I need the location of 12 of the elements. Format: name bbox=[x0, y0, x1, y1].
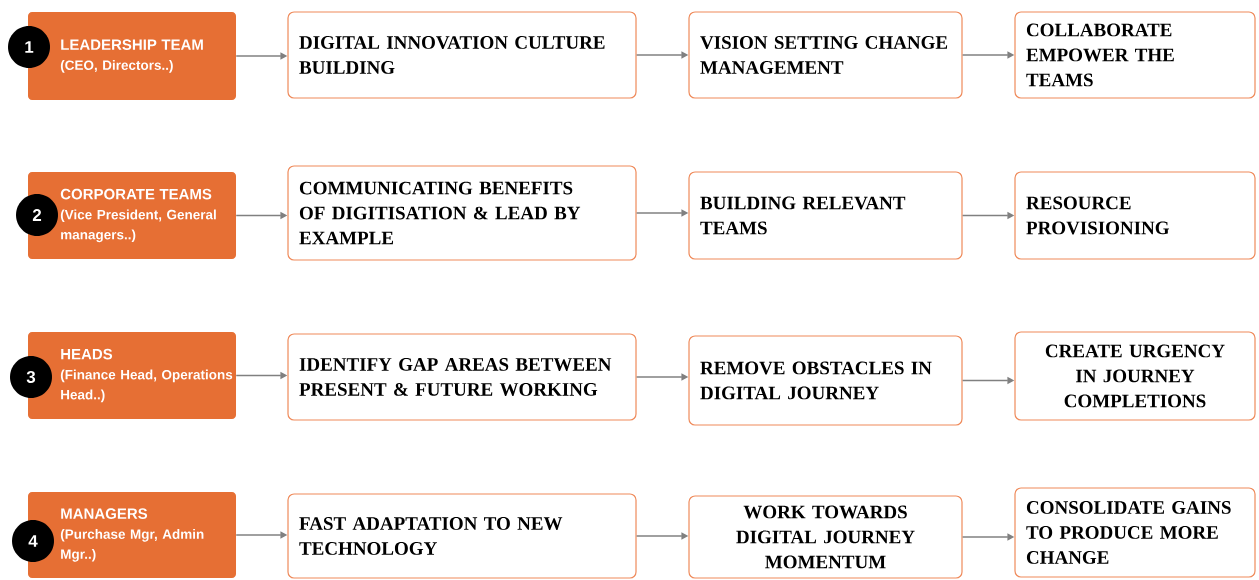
step-box: IDENTIFY GAP AREAS BETWEEN PRESENT & FUTURE WORKING bbox=[287, 333, 637, 421]
step-box: VISION SETTING CHANGE MANAGEMENT bbox=[688, 11, 963, 99]
step-box: DIGITAL INNOVATION CULTURE BUILDING bbox=[287, 11, 637, 99]
step-box: CREATE URGENCY IN JOURNEY COMPLETIONS bbox=[1014, 331, 1256, 421]
step-box: REMOVE OBSTACLES IN DIGITAL JOURNEY bbox=[688, 335, 963, 426]
step-box: CONSOLIDATE GAINS TO PRODUCE MORE CHANGE bbox=[1014, 487, 1256, 578]
step-box: WORK TOWARDS DIGITAL JOURNEY MOMENTUM bbox=[688, 495, 963, 579]
step-box: RESOURCE PROVISIONING bbox=[1014, 171, 1256, 260]
step-box: COLLABORATE EMPOWER THE TEAMS bbox=[1014, 11, 1256, 99]
step-box: COMMUNICATING BENEFITS OF DIGITISATION & LEAD BY EXAMPLE bbox=[287, 165, 637, 261]
step-box: FAST ADAPTATION TO NEW TECHNOLOGY bbox=[287, 493, 637, 579]
step-box: BUILDING RELEVANT TEAMS bbox=[688, 171, 963, 260]
